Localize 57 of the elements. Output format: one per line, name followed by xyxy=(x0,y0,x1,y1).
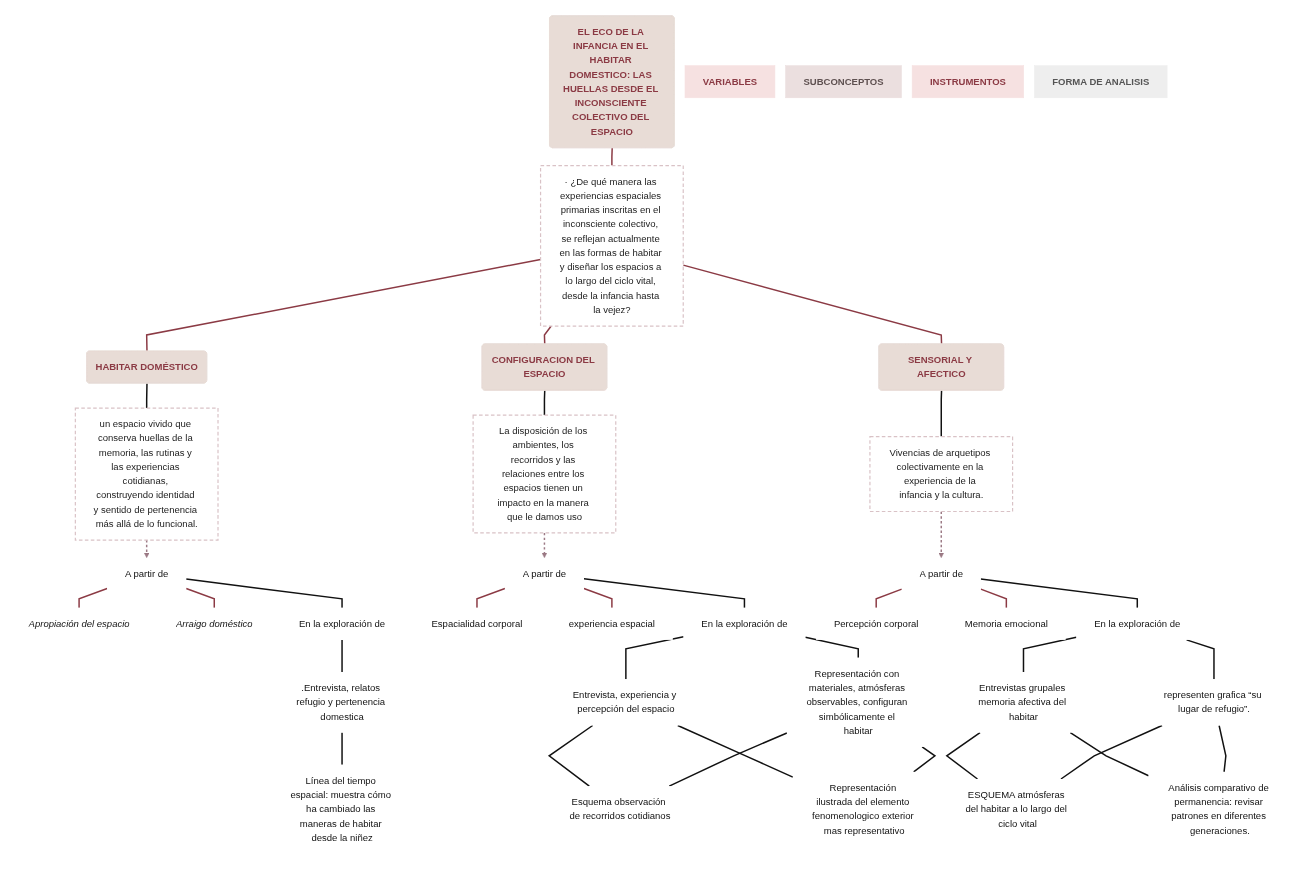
connector xyxy=(1218,724,1227,773)
node-box: VARIABLES xyxy=(684,65,776,98)
connector xyxy=(940,389,943,438)
node-text: experiencia espacial xyxy=(568,618,655,629)
arrow xyxy=(144,538,150,558)
node-text: Línea del tiempo espacial: muestra cómo ha cambiado las maneras de habitar desde la niñez xyxy=(290,775,391,843)
connector xyxy=(611,146,613,166)
node-box: La disposición de los ambientes, los recorridos y las relaciones entre los espacios tienen un impacto en la manera que le damos uso xyxy=(472,414,617,534)
arrow xyxy=(541,531,548,558)
connector xyxy=(1060,724,1163,780)
node-text: Espacialidad corporal xyxy=(431,618,523,629)
node-box: INSTRUMENTOS xyxy=(911,65,1025,98)
node-box: Vivencias de arquetipos colectivamente en la experiencia de la infancia y la cultura. xyxy=(869,435,1014,512)
node-text: A partir de xyxy=(522,568,567,579)
node-text: representen grafica “su lugar de refugio”. xyxy=(1163,689,1262,714)
connector xyxy=(185,577,343,609)
connector xyxy=(912,745,937,773)
node-box: SUBCONCEPTOS xyxy=(785,65,902,98)
connector xyxy=(185,587,215,609)
node-text: Esquema observación de recorridos cotidianos xyxy=(569,796,671,821)
node-text: Apropiación del espacio xyxy=(28,618,130,629)
connector xyxy=(625,635,685,680)
arrow xyxy=(938,510,944,558)
connector xyxy=(341,638,343,673)
node-box: un espacio vivido que conserva huellas de la memoria, las rutinas y las experiencias cotidianas, construyendo identidad y sentido de pertenencia más allá de lo funcional. xyxy=(74,407,219,541)
connector xyxy=(1022,636,1078,673)
node-text: En la exploración de xyxy=(701,618,788,629)
node-text: Entrevistas grupales memoria afectiva del habitar xyxy=(978,682,1067,721)
node-text: En la exploración de xyxy=(298,618,386,629)
node-text: Representación con materiales, atmósferas observables, configuran simbólicamente el habitar xyxy=(806,668,908,736)
connector xyxy=(677,724,794,778)
connector xyxy=(980,577,1139,609)
connector xyxy=(875,588,903,609)
connector xyxy=(543,324,552,345)
node-text: Memoria emocional xyxy=(964,618,1048,629)
connector xyxy=(543,389,546,416)
connector xyxy=(583,577,746,609)
connector xyxy=(668,731,788,787)
node-text: Análisis comparativo de permanencia: revisar patrones en diferentes generaciones. xyxy=(1168,782,1269,836)
connector xyxy=(804,636,859,659)
node-text: Percepción corporal xyxy=(833,618,919,629)
connector xyxy=(145,382,148,409)
connector xyxy=(341,731,343,766)
connector xyxy=(1069,731,1150,777)
connector xyxy=(78,587,108,609)
node-text: A partir de xyxy=(125,568,169,579)
connector xyxy=(583,587,613,609)
node-text: Representación ilustrada del elemento fenomenologico exterior mas representativo xyxy=(812,782,914,836)
node-text: Entrevista, experiencia y percepción del espacio xyxy=(572,689,677,714)
node-text: A partir de xyxy=(919,568,963,579)
node-text: Arraigo doméstico xyxy=(175,618,253,629)
node-text: En la exploración de xyxy=(1094,618,1181,629)
node-text: .Entrevista, relatos refugio y pertenencia domestica xyxy=(296,682,386,721)
node-text: ESQUEMA atmósferas del habitar a lo largo del ciclo vital xyxy=(965,789,1067,828)
connector xyxy=(980,588,1008,609)
node-box: · ¿De qué manera las experiencias espaciales primarias inscritas en el inconsciente colectivo, se reflejan actualmente en las formas de habitar y diseñar los espacios a lo largo del ciclo vital, desde la infancia hasta la vejez? xyxy=(539,164,684,327)
connector xyxy=(476,587,506,609)
